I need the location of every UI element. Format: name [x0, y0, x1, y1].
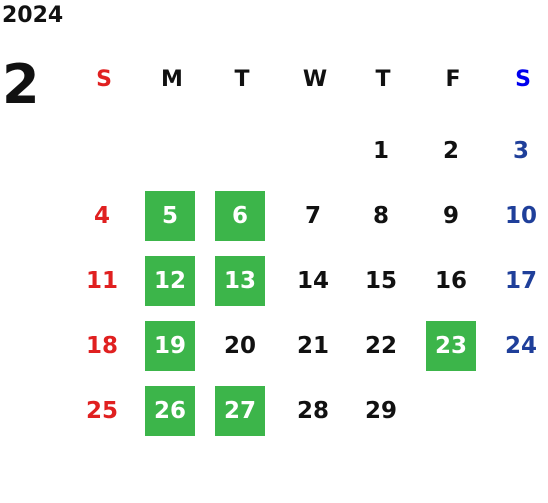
day-cell-highlighted[interactable]: 12 — [145, 256, 195, 306]
day-cell[interactable]: 18 — [85, 333, 118, 359]
day-cell[interactable]: 3 — [512, 138, 529, 164]
day-cell[interactable]: 22 — [364, 333, 397, 359]
year-label: 2024 — [2, 3, 64, 28]
day-cell-highlighted[interactable]: 13 — [215, 256, 265, 306]
day-cell-highlighted[interactable]: 26 — [145, 386, 195, 436]
day-cell-highlighted[interactable]: 23 — [426, 321, 476, 371]
day-cell[interactable]: 28 — [296, 398, 329, 424]
weekday-header-tue: T — [234, 67, 250, 92]
day-cell[interactable]: 25 — [85, 398, 118, 424]
weekday-header-wed: W — [302, 67, 328, 92]
day-cell-highlighted[interactable]: 6 — [215, 191, 265, 241]
weekday-header-fri: F — [445, 67, 461, 92]
day-cell[interactable]: 14 — [296, 268, 329, 294]
day-cell[interactable]: 7 — [304, 203, 321, 229]
weekday-header-thu: T — [375, 67, 391, 92]
weekday-header-sat: S — [515, 67, 531, 92]
weekday-header-sun: S — [96, 67, 112, 92]
day-cell[interactable]: 20 — [223, 333, 256, 359]
day-cell-highlighted[interactable]: 5 — [145, 191, 195, 241]
day-cell[interactable]: 16 — [434, 268, 467, 294]
weekday-header-mon: M — [161, 67, 183, 92]
day-cell[interactable]: 8 — [372, 203, 389, 229]
day-cell[interactable]: 2 — [442, 138, 459, 164]
day-cell-highlighted[interactable]: 27 — [215, 386, 265, 436]
day-cell[interactable]: 15 — [364, 268, 397, 294]
day-cell[interactable]: 9 — [442, 203, 459, 229]
day-cell[interactable]: 21 — [296, 333, 329, 359]
day-cell[interactable]: 17 — [504, 268, 537, 294]
day-cell-highlighted[interactable]: 19 — [145, 321, 195, 371]
month-number: 2 — [2, 53, 40, 116]
day-cell[interactable]: 1 — [372, 138, 389, 164]
day-cell[interactable]: 29 — [364, 398, 397, 424]
day-cell[interactable]: 4 — [93, 203, 110, 229]
day-cell[interactable]: 24 — [504, 333, 537, 359]
day-cell[interactable]: 11 — [85, 268, 118, 294]
day-cell[interactable]: 10 — [504, 203, 537, 229]
